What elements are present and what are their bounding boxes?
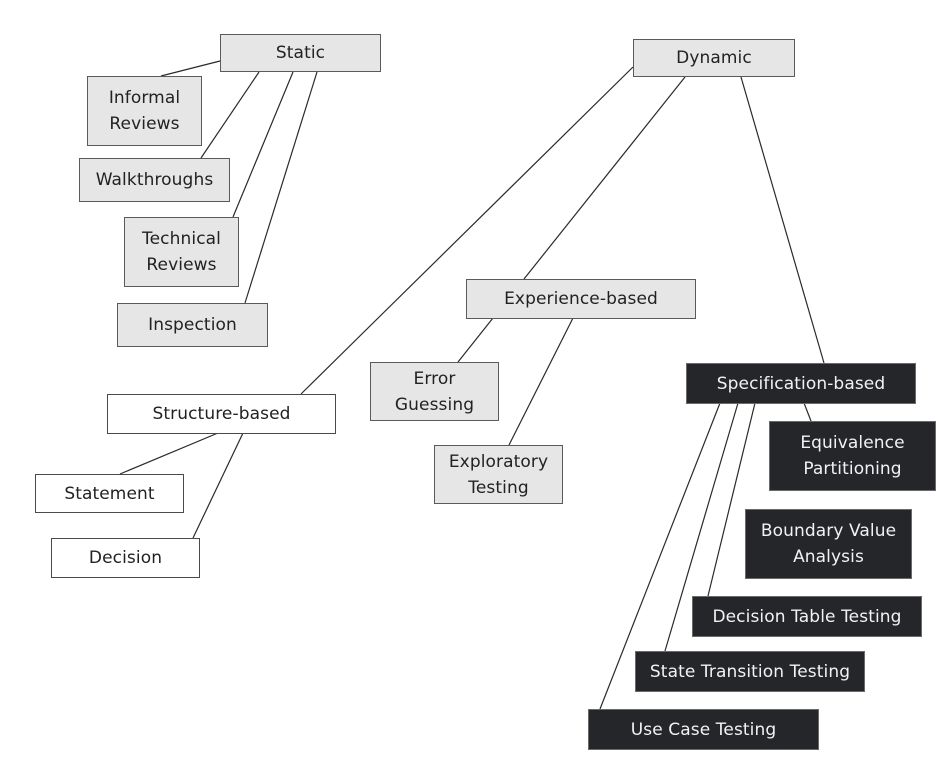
connector-specification-based-to-state-transition-testing [664, 402, 739, 652]
node-use-case-testing: Use Case Testing [588, 709, 819, 750]
node-boundary-value-analysis: Boundary Value Analysis [745, 509, 912, 579]
node-experience-based: Experience-based [466, 279, 696, 319]
node-technical-reviews: Technical Reviews [124, 217, 239, 287]
node-exploratory-testing: Exploratory Testing [434, 445, 563, 504]
connector-dynamic-to-specification-based [740, 76, 825, 364]
node-walkthroughs: Walkthroughs [79, 158, 230, 202]
node-dynamic: Dynamic [633, 39, 795, 77]
connector-static-to-informal-reviews [160, 60, 221, 77]
connector-dynamic-to-structure-based [300, 66, 634, 395]
node-state-transition-testing: State Transition Testing [635, 651, 865, 692]
node-static: Static [220, 34, 381, 72]
node-informal-reviews: Informal Reviews [87, 76, 202, 146]
connector-structure-based-to-statement [119, 432, 219, 475]
connector-specification-based-to-use-case-testing [599, 402, 721, 710]
node-decision: Decision [51, 538, 200, 578]
connector-experience-based-to-exploratory-testing [508, 317, 574, 446]
connector-specification-based-to-equivalence-partitioning [803, 402, 812, 422]
connector-dynamic-to-experience-based [523, 76, 686, 280]
connector-specification-based-to-decision-table-testing [707, 402, 756, 597]
node-error-guessing: Error Guessing [370, 362, 499, 421]
connector-static-to-walkthroughs [200, 71, 260, 159]
node-equivalence-partitioning: Equivalence Partitioning [769, 421, 936, 491]
connector-experience-based-to-error-guessing [457, 317, 494, 363]
node-statement: Statement [35, 474, 184, 513]
node-structure-based: Structure-based [107, 394, 336, 434]
node-specification-based: Specification-based [686, 363, 916, 404]
connector-static-to-technical-reviews [232, 71, 294, 218]
connector-static-to-inspection [244, 71, 318, 304]
node-decision-table-testing: Decision Table Testing [692, 596, 922, 637]
node-inspection: Inspection [117, 303, 268, 347]
connector-structure-based-to-decision [192, 432, 244, 539]
